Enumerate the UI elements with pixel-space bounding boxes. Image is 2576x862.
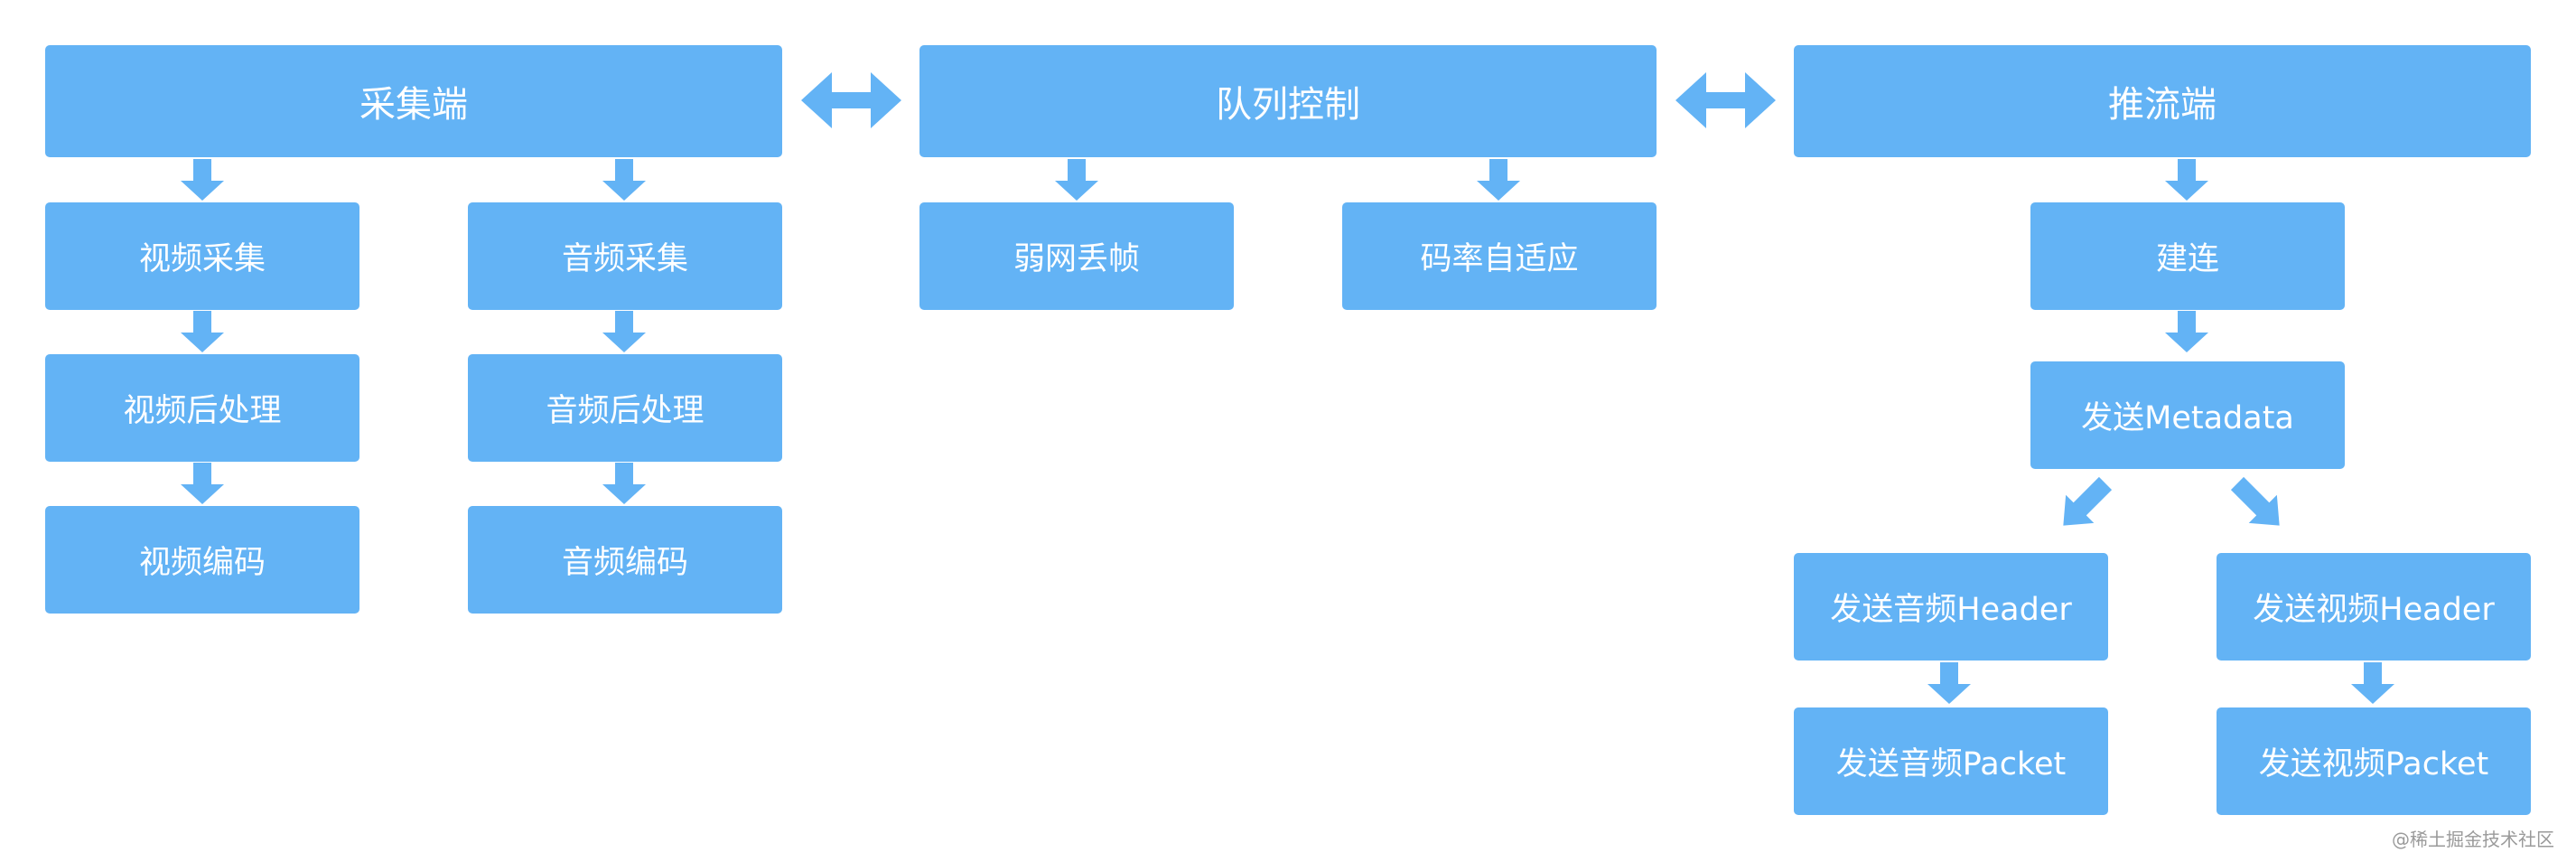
video-encode-box: 视频编码 — [45, 506, 359, 614]
video-capture-box: 视频采集 — [45, 202, 359, 310]
audio-capture-box: 音频采集 — [468, 202, 782, 310]
arrow-push-to-connect — [2165, 159, 2208, 201]
arrow-queue-to-bitrate — [1477, 159, 1520, 201]
arrow-connect-to-metadata — [2165, 311, 2208, 352]
connect-box: 建连 — [2030, 202, 2345, 310]
send-metadata-box: 发送Metadata — [2030, 361, 2345, 469]
arrow-capture-to-video — [181, 159, 224, 201]
weak-network-drop-box: 弱网丢帧 — [919, 202, 1234, 310]
send-audio-packet-box: 发送音频Packet — [1794, 707, 2108, 815]
arrow-capture-to-audio — [602, 159, 646, 201]
arrow-metadata-to-video-header — [2230, 476, 2280, 526]
arrow-queue-to-drop — [1055, 159, 1098, 201]
arrow-audio-post-to-encode — [602, 463, 646, 504]
audio-post-processing-box: 音频后处理 — [468, 354, 782, 462]
watermark-text: @稀土掘金技术社区 — [2392, 829, 2554, 850]
arrow-video-header-to-packet — [2351, 662, 2394, 704]
arrow-audio-header-to-packet — [1927, 662, 1971, 704]
double-arrow-queue-push — [1675, 72, 1776, 128]
arrow-audio-capture-to-post — [602, 311, 646, 352]
video-post-processing-box: 视频后处理 — [45, 354, 359, 462]
queue-control-header: 队列控制 — [919, 45, 1657, 157]
arrow-video-post-to-encode — [181, 463, 224, 504]
adaptive-bitrate-box: 码率自适应 — [1342, 202, 1657, 310]
send-video-packet-box: 发送视频Packet — [2217, 707, 2531, 815]
push-end-header: 推流端 — [1794, 45, 2531, 157]
capture-end-header: 采集端 — [45, 45, 782, 157]
send-audio-header-box: 发送音频Header — [1794, 553, 2108, 661]
audio-encode-box: 音频编码 — [468, 506, 782, 614]
send-video-header-box: 发送视频Header — [2217, 553, 2531, 661]
arrow-metadata-to-audio-header — [2063, 476, 2113, 526]
double-arrow-capture-queue — [801, 72, 901, 128]
arrow-video-capture-to-post — [181, 311, 224, 352]
